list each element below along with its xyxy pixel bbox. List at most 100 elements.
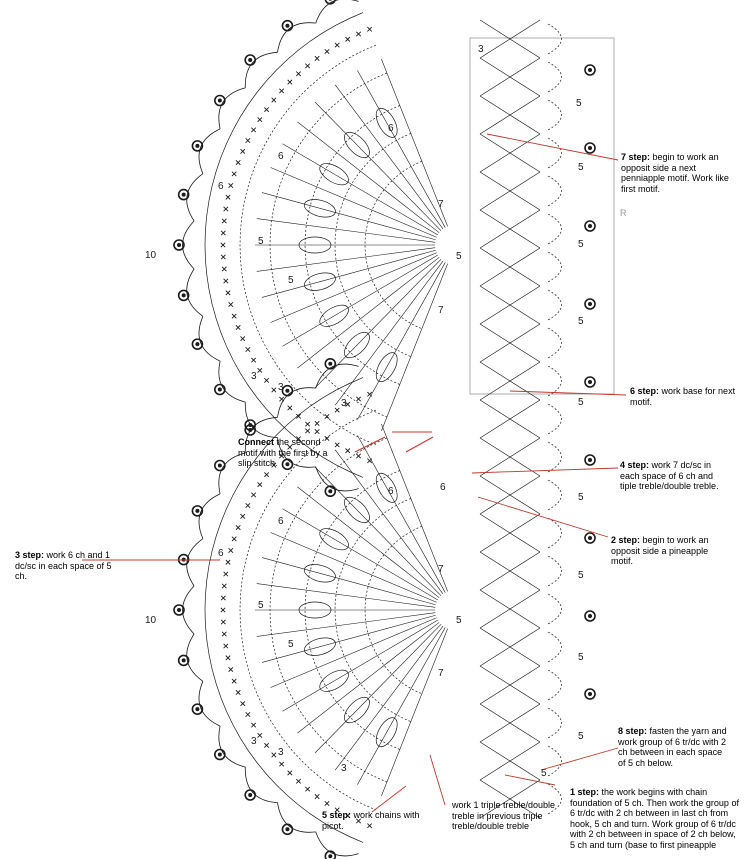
strip-chain: [547, 137, 562, 169]
note-step4: 4 step: work 7 dc/sc in each space of 6 …: [620, 460, 732, 492]
picot-center: [195, 342, 200, 347]
picot-center: [588, 536, 592, 540]
pineapple-loop: [319, 669, 349, 692]
base-strip: [479, 19, 596, 819]
single-crochet-mark: [257, 732, 263, 738]
note-step7-lead: 7 step:: [621, 152, 651, 162]
note-step7: 7 step: begin to work an opposit side a …: [621, 152, 731, 194]
label-10-top: 10: [145, 250, 157, 261]
strip-chain: [547, 365, 562, 397]
picot-center: [588, 68, 592, 72]
label-5-k: 5: [578, 731, 584, 742]
label-3-f: 3: [278, 747, 284, 758]
strip-zigzag: [479, 399, 511, 439]
single-crochet-mark: [287, 79, 293, 85]
pineapple-loop: [303, 637, 336, 656]
picot-ring: [214, 459, 226, 472]
strip-zigzag: [509, 95, 541, 135]
treble-spoke: [261, 557, 436, 606]
picot-ring: [177, 654, 190, 667]
single-crochet-mark: [324, 435, 330, 441]
picot-center: [195, 508, 200, 513]
note-step6-lead: 6 step:: [630, 386, 660, 396]
strip-zigzag: [509, 209, 541, 249]
single-crochet-mark: [334, 407, 340, 413]
scallop: [244, 51, 278, 88]
note-step5-text: work chains with picot.: [322, 810, 420, 831]
scallop: [315, 831, 359, 857]
strip-zigzag: [509, 551, 541, 591]
picot-ring: [584, 454, 596, 466]
picot-center: [588, 614, 592, 618]
strip-zigzag: [509, 475, 541, 515]
single-crochet-mark: [240, 513, 246, 519]
picot-center: [328, 489, 333, 494]
note-step1-lead: 1 step:: [570, 787, 600, 797]
scallop: [198, 128, 221, 174]
label-3-d: 3: [341, 398, 347, 409]
single-crochet-mark: [295, 71, 302, 77]
strip-chain: [547, 745, 562, 777]
label-5-p: 5: [288, 639, 294, 650]
label-6-g: 6: [218, 548, 224, 559]
pineapple-loop: [303, 272, 336, 291]
pineapple-loop: [319, 304, 349, 327]
strip-chain: [547, 631, 562, 663]
pineapple-loop: [298, 236, 332, 254]
single-crochet-mark: [356, 818, 362, 824]
note-step2-lead: 2 step:: [611, 535, 641, 545]
picot-ring: [281, 384, 294, 397]
picot-center: [177, 608, 181, 612]
label-5-j: 5: [578, 652, 584, 663]
strip-zigzag: [479, 475, 511, 515]
picot-center: [181, 293, 186, 298]
picot-center: [177, 243, 181, 247]
single-crochet-mark: [231, 171, 237, 177]
single-crochet-mark: [367, 26, 373, 32]
note-step7-text: begin to work an opposit side a next pen…: [621, 152, 729, 194]
strip-zigzag: [509, 779, 541, 819]
single-crochet-mark: [295, 436, 302, 442]
single-crochet-mark: [235, 525, 241, 531]
strip-chain: [547, 593, 562, 625]
picot-center: [588, 224, 592, 228]
single-crochet-mark: [231, 536, 237, 542]
strip-zigzag: [479, 741, 511, 781]
picot-ring: [177, 188, 190, 201]
picot-center: [248, 57, 253, 62]
scallop: [277, 387, 316, 418]
pineapple-loop: [319, 528, 349, 551]
single-crochet-mark: [345, 401, 351, 407]
picot-ring: [584, 688, 596, 700]
picot-center: [588, 692, 592, 696]
picot-ring: [191, 338, 204, 350]
pineapple-loop: [375, 107, 398, 138]
strip-zigzag: [479, 19, 511, 59]
frame-box: [469, 37, 615, 395]
label-5-a: 5: [456, 251, 462, 262]
pineapple-loop: [303, 564, 336, 583]
single-crochet-mark: [345, 36, 351, 42]
single-crochet-mark: [235, 160, 241, 166]
strip-zigzag: [479, 627, 511, 667]
label-6-d: 6: [440, 482, 446, 493]
scallop: [218, 452, 246, 494]
treble-spoke: [261, 192, 436, 241]
strip-zigzag: [479, 665, 511, 705]
single-crochet-mark: [324, 800, 330, 806]
strip-zigzag: [509, 19, 541, 59]
single-crochet-mark: [251, 127, 257, 133]
label-6-b: 6: [278, 151, 284, 162]
strip-zigzag: [509, 247, 541, 287]
scallop: [186, 633, 204, 682]
note-step6-text: work base for next motif.: [630, 386, 736, 407]
picot-center: [328, 361, 333, 366]
treble-spoke: [334, 260, 444, 406]
strip-zigzag: [509, 703, 541, 743]
note-step8: 8 step: fasten the yarn and work group o…: [618, 726, 728, 768]
frame-mark: R: [620, 208, 627, 218]
single-crochet-mark: [245, 503, 251, 509]
single-crochet-mark: [228, 547, 234, 553]
note-connect-text: the second motif with the first by a sli…: [238, 437, 328, 468]
